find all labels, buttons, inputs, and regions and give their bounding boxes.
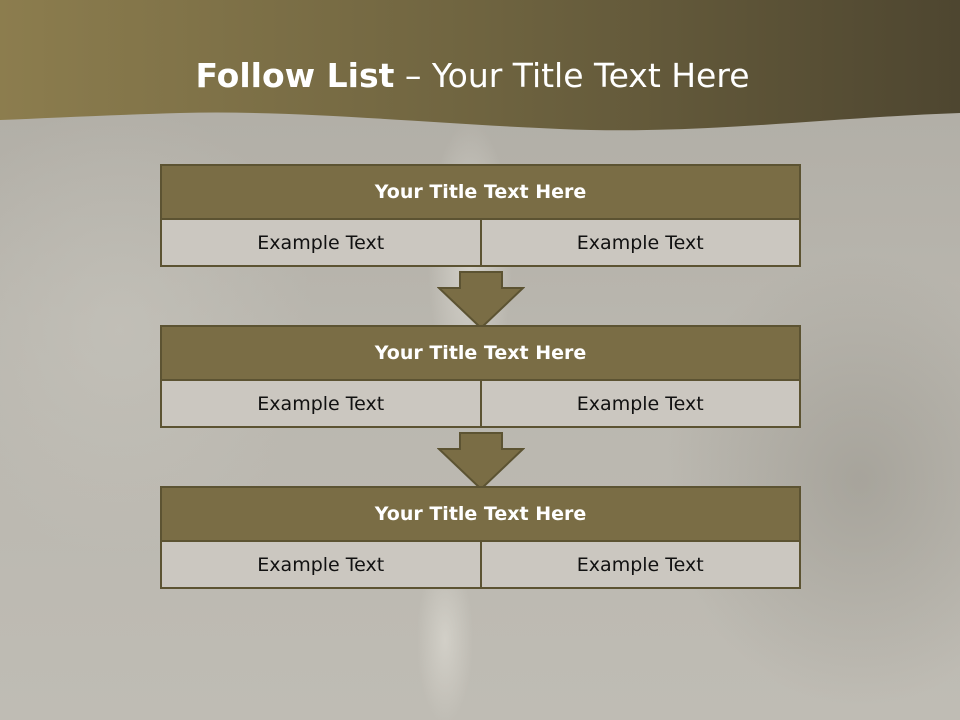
step-cell-left: Example Text — [160, 540, 482, 589]
step-cell-right: Example Text — [479, 540, 801, 589]
step-cell-left: Example Text — [160, 379, 482, 428]
step-cell-right: Example Text — [479, 379, 801, 428]
step-row: Example Text Example Text — [160, 540, 801, 589]
slide-title-bold: Follow List — [195, 56, 395, 95]
down-arrow-icon — [437, 271, 525, 329]
step-row: Example Text Example Text — [160, 218, 801, 267]
step-block-2: Your Title Text Here Example Text Exampl… — [160, 325, 801, 428]
step-title: Your Title Text Here — [160, 164, 801, 220]
step-cell-right: Example Text — [479, 218, 801, 267]
step-title: Your Title Text Here — [160, 486, 801, 542]
step-cell-left: Example Text — [160, 218, 482, 267]
down-arrow-icon — [437, 432, 525, 490]
step-title: Your Title Text Here — [160, 325, 801, 381]
slide-title: Follow List – Your Title Text Here — [0, 56, 945, 95]
step-row: Example Text Example Text — [160, 379, 801, 428]
step-block-3: Your Title Text Here Example Text Exampl… — [160, 486, 801, 589]
slide-title-rest: – Your Title Text Here — [404, 56, 750, 95]
step-block-1: Your Title Text Here Example Text Exampl… — [160, 164, 801, 267]
title-banner — [0, 0, 960, 131]
